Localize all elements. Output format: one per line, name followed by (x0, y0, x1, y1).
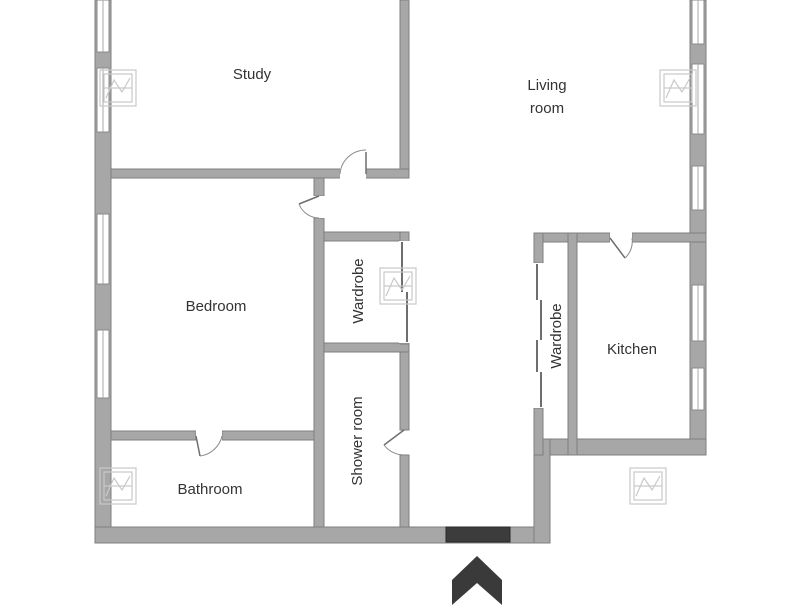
entrance-door (445, 526, 511, 543)
room-label-wardrobe-right: Wardrobe (548, 303, 565, 368)
wardrobe2-left-wall-top (533, 232, 544, 264)
wardrobe-bottom-wall (323, 342, 410, 353)
room-label-living-line1: Living (527, 77, 566, 94)
door-bedroom (298, 195, 325, 219)
door-bathroom (195, 430, 223, 457)
bedroom-right-wall-top (313, 177, 325, 197)
watermark-logo-icon (99, 69, 137, 107)
window-right-4 (691, 284, 705, 342)
door-shower (383, 429, 405, 456)
watermark-logo-icon (629, 467, 667, 505)
door-wardrobe-left (399, 241, 410, 343)
entrance-arrow-icon (452, 556, 502, 605)
watermark-logo-icon (659, 69, 697, 107)
window-left-3 (96, 213, 110, 285)
bedroom-right-wall (313, 217, 325, 528)
door-kitchen (609, 232, 633, 259)
kitchen-left-wall (567, 232, 578, 456)
kitchen-bottom-wall (533, 438, 707, 456)
window-right-3 (691, 165, 705, 211)
study-living-wall (399, 0, 410, 179)
window-right-1 (691, 0, 705, 45)
shower-hall-wall-bottom (399, 454, 410, 528)
watermark-logo-icon (379, 267, 417, 305)
room-label-wardrobe-left: Wardrobe (350, 258, 367, 323)
kitchen-top-wall-right (631, 232, 707, 243)
shower-hall-wall-top (399, 351, 410, 431)
window-left-2 (96, 67, 110, 133)
door-wardrobe-right (533, 263, 544, 408)
door-study (339, 149, 367, 179)
wardrobe2-left-wall-bottom (533, 407, 544, 456)
window-left-1 (96, 0, 110, 53)
bathroom-top-wall-left (110, 430, 197, 441)
room-label-living-line2: room (530, 100, 564, 117)
watermark-logo-icon (99, 467, 137, 505)
room-label-shower-room: Shower room (349, 396, 366, 485)
doors (195, 149, 633, 457)
window-right-5 (691, 367, 705, 411)
room-label-kitchen: Kitchen (607, 341, 657, 358)
wardrobe-top-wall (323, 231, 410, 242)
room-label-bedroom: Bedroom (186, 298, 247, 315)
room-label-study: Study (233, 66, 272, 83)
bathroom-top-wall-right (221, 430, 315, 441)
room-label-bathroom: Bathroom (177, 481, 242, 498)
window-right-2 (691, 63, 705, 135)
window-left-4 (96, 329, 110, 399)
study-bottom-wall (110, 168, 410, 179)
